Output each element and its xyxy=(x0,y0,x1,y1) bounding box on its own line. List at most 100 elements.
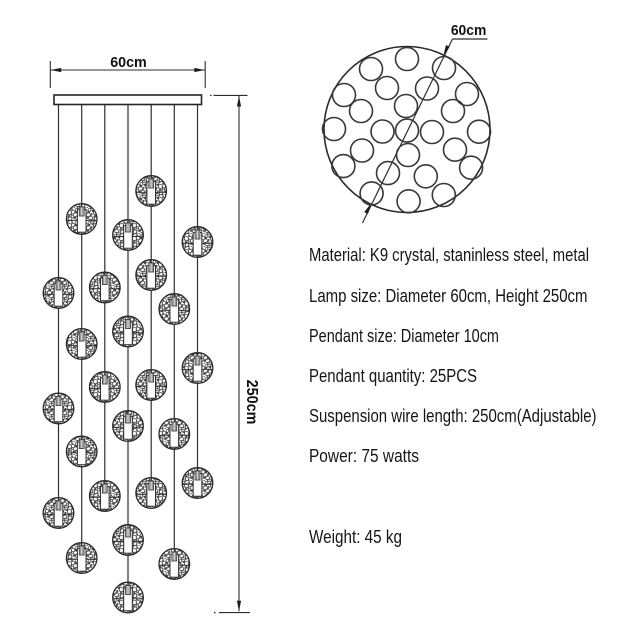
bulb-socket xyxy=(125,527,131,538)
diameter-dimension-line xyxy=(361,38,454,224)
spec-line: Weight: 45 kg xyxy=(309,525,402,547)
spec-line: Material: K9 crystal, staninless steel, … xyxy=(309,243,589,265)
bulb-socket xyxy=(78,331,85,342)
bulb-socket xyxy=(148,372,155,383)
dimension-arrowhead xyxy=(50,67,62,73)
pendant-ball xyxy=(158,418,191,450)
pendant-top-view xyxy=(374,75,400,101)
top-view-diameter-dimension xyxy=(361,38,488,224)
pendant-ball xyxy=(65,328,98,360)
pendant-top-view xyxy=(375,160,401,186)
height-dimension-label: 250cm xyxy=(243,380,260,425)
pendant-top-view xyxy=(348,98,374,124)
spec-line: Pendant quantity: 25PCS xyxy=(309,364,477,386)
bulb-socket xyxy=(55,280,62,291)
pendant-ball xyxy=(88,480,121,512)
pendant-ball xyxy=(65,542,98,574)
pendant-ball xyxy=(135,175,168,207)
pendant-top-view xyxy=(466,119,492,144)
pendant-top-view xyxy=(413,164,439,189)
pendant-ball xyxy=(135,259,168,291)
bulb-socket xyxy=(148,262,155,273)
width-dimension-label: 60cm xyxy=(110,54,147,71)
pendant-ball xyxy=(42,497,75,529)
bulb-socket xyxy=(101,483,108,494)
pendant-top-view xyxy=(440,98,466,124)
pendant-ball xyxy=(112,410,144,442)
pendant-ball xyxy=(112,581,144,614)
top-view-diameter-label: 60cm xyxy=(451,22,487,39)
pendant-top-view xyxy=(358,56,384,82)
pendant-ball xyxy=(112,524,144,556)
pendant-top-view xyxy=(349,138,375,163)
pendant-top-view xyxy=(395,142,421,168)
width-dimension xyxy=(49,61,206,88)
pendant-top-view xyxy=(331,153,356,179)
height-dimension xyxy=(210,94,250,614)
spec-line: Suspension wire length: 250cm(Adjustable… xyxy=(309,405,597,426)
top-view-pendants xyxy=(321,46,492,214)
pendant-ball xyxy=(158,548,191,580)
pendant-top-view xyxy=(359,181,384,206)
bulb-socket xyxy=(171,421,178,432)
spec-line: Lamp size: Diameter 60cm, Height 250cm xyxy=(309,285,588,306)
pendant-ball xyxy=(135,477,168,509)
pendant-top-view xyxy=(394,118,420,143)
pendant-top-view xyxy=(419,119,445,145)
pendant-top-view xyxy=(370,119,395,144)
pendant-top-view xyxy=(394,46,420,72)
bulb-socket xyxy=(148,480,155,491)
ceiling-plate xyxy=(53,94,203,106)
pendant-top-view xyxy=(414,76,440,101)
pendant-ball xyxy=(158,293,191,325)
bulb-socket xyxy=(55,500,62,511)
bulb-socket xyxy=(125,413,131,424)
bulb-socket xyxy=(125,319,131,329)
dimension-arrowhead xyxy=(236,600,242,612)
pendant-top-view xyxy=(331,82,357,108)
dimension-arrowhead xyxy=(364,204,371,214)
pendant-top-view xyxy=(431,55,457,81)
pendant-top-view xyxy=(393,93,419,119)
pendant-ball xyxy=(181,352,214,384)
bulb-socket xyxy=(78,439,85,449)
pendant-ball xyxy=(112,315,144,348)
bulb-socket xyxy=(148,178,155,189)
bulb-socket xyxy=(194,355,201,366)
bulb-socket xyxy=(194,470,201,481)
pendant-top-view xyxy=(321,116,347,142)
pendant-top-view xyxy=(431,182,457,208)
pendant-ball xyxy=(112,219,144,251)
pendant-ball xyxy=(42,277,75,309)
bulb-socket xyxy=(171,551,178,562)
bulb-socket xyxy=(125,222,131,233)
elevation-view: 60cm 250cm xyxy=(42,54,260,614)
bulb-socket xyxy=(78,545,85,556)
pendant-ball xyxy=(65,203,98,235)
pendant-ball xyxy=(135,369,168,401)
pendant-top-view xyxy=(442,137,468,162)
pendant-ball xyxy=(181,226,214,258)
bulb-socket xyxy=(171,296,178,307)
bulb-socket xyxy=(101,275,108,285)
dimension-arrowhead xyxy=(443,45,450,55)
pendant-ball xyxy=(42,392,75,425)
dimension-arrowhead xyxy=(194,67,205,73)
bulb-socket xyxy=(125,585,131,595)
pendant-balls xyxy=(42,175,214,614)
pendant-top-view xyxy=(454,81,480,107)
spec-line: Pendant size: Diameter 10cm xyxy=(309,324,499,346)
dimension-arrowhead xyxy=(236,96,242,107)
bulb-socket xyxy=(78,206,85,217)
top-view: 60cm xyxy=(321,22,492,224)
pendant-ball xyxy=(65,435,98,468)
pendant-top-view xyxy=(396,189,421,214)
pendant-ball xyxy=(88,371,121,403)
pendant-ball xyxy=(88,271,121,304)
bulb-socket xyxy=(101,374,108,385)
bulb-socket xyxy=(194,229,201,240)
spec-line: Power: 75 watts xyxy=(309,444,419,466)
